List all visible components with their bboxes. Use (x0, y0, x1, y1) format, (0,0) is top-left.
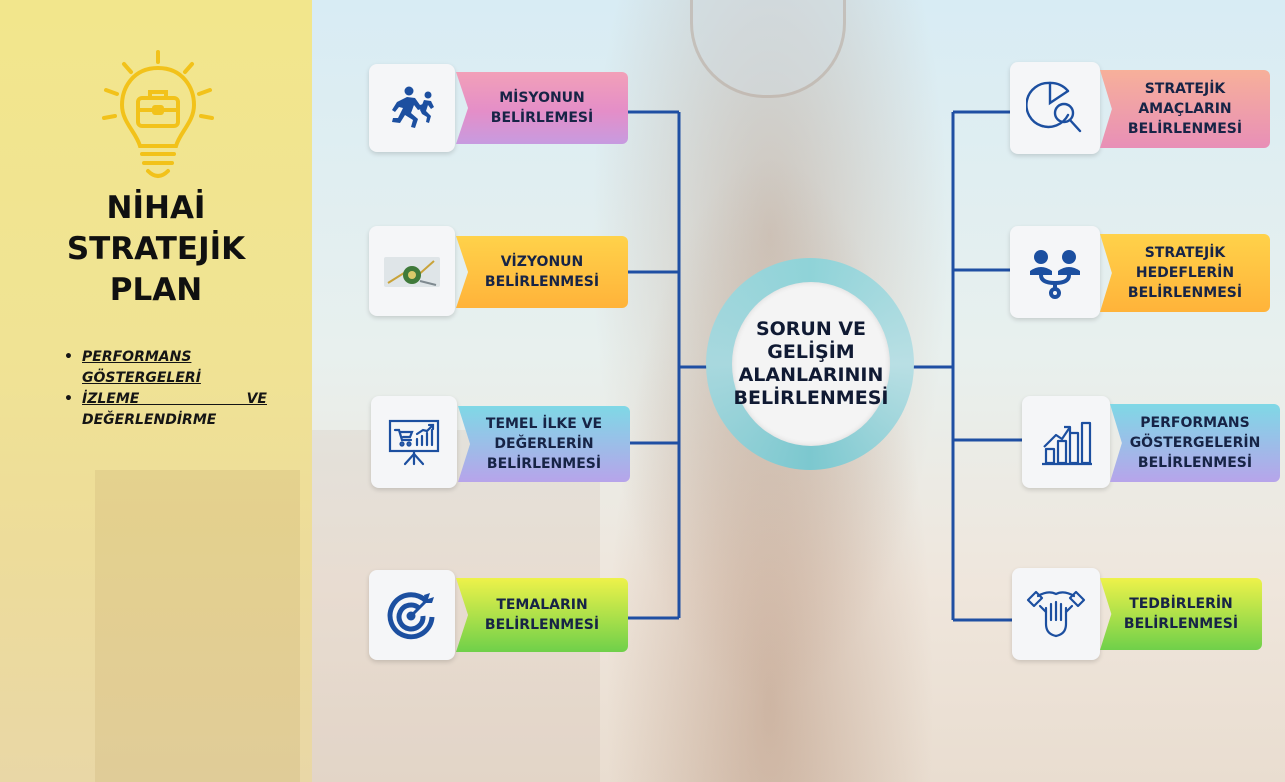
plan-items-list: • PERFORMANS GÖSTERGELERİ • İZLEME VE DE… (62, 347, 267, 431)
compass-vision-icon (384, 257, 440, 287)
list-item-text: PERFORMANS (82, 349, 192, 365)
handshake-icon (1026, 590, 1086, 638)
bullet-icon: • (64, 349, 73, 365)
indicators-icon-card (1022, 396, 1110, 488)
center-topic-line: ALANLARININ (738, 364, 884, 386)
principles-icon-card (371, 396, 457, 488)
bar-growth-icon (1042, 421, 1092, 466)
plan-title-line: NİHAİ (106, 190, 206, 226)
goals-label-line: BELİRLENMESİ (1127, 121, 1243, 137)
principles-label-line: DEĞERLERİN (494, 436, 594, 452)
center-circle (732, 282, 890, 446)
vision-label-line: VİZYONUN (500, 254, 584, 270)
targets-icon-card (1010, 226, 1100, 318)
mission-label-line: BELİRLEMESİ (490, 110, 594, 126)
presentation-chart-icon (388, 419, 440, 466)
goals-label-line: AMAÇLARIN (1138, 101, 1232, 117)
themes-label-line: TEMALARIN (496, 597, 588, 613)
center-topic-line: SORUN VE (755, 318, 867, 340)
themes-label: TEMALARIN BELİRLENMESİ (456, 578, 628, 652)
center-topic: SORUN VE GELİŞİM ALANLARININ BELİRLENMES… (712, 282, 910, 446)
plan-title: NİHAİ STRATEJİK PLAN (0, 188, 312, 311)
measures-label: TEDBİRLERİN BELİRLENMESİ (1100, 578, 1262, 650)
goals-icon-card (1010, 62, 1100, 154)
list-item-text: DEĞERLENDİRME (82, 412, 217, 428)
measures-label-line: TEDBİRLERİN (1129, 596, 1233, 612)
measures-label-line: BELİRLENMESİ (1123, 616, 1239, 632)
indicators-label-line: GÖSTERGELERİN (1129, 435, 1261, 451)
list-item-text: GÖSTERGELERİ (82, 370, 201, 386)
measures-icon-card (1012, 568, 1100, 660)
targets-label-line: STRATEJİK (1144, 245, 1226, 261)
bullet-icon: • (64, 391, 73, 407)
goals-label: STRATEJİK AMAÇLARIN BELİRLENMESİ (1100, 70, 1270, 148)
center-topic-line: GELİŞİM (767, 341, 855, 363)
target-icon (387, 592, 435, 640)
targets-label: STRATEJİK HEDEFLERİN BELİRLENMESİ (1100, 234, 1270, 312)
list-item: • İZLEME VE DEĞERLENDİRME (62, 389, 267, 431)
themes-icon-card (369, 570, 455, 660)
targets-label-line: BELİRLENMESİ (1127, 285, 1243, 301)
running-people-icon (392, 86, 434, 128)
plan-title-line: PLAN (109, 272, 203, 308)
principles-label-line: TEMEL İLKE VE (485, 416, 603, 432)
plan-title-line: STRATEJİK (66, 231, 246, 267)
mission-label-line: MİSYONUN (499, 90, 585, 106)
hierarchy-icon (1030, 250, 1080, 299)
principles-label-line: BELİRLENMESİ (486, 456, 602, 472)
center-topic-line: BELİRLENMESİ (733, 387, 889, 409)
list-item: • PERFORMANS GÖSTERGELERİ (62, 347, 267, 389)
indicators-label: PERFORMANS GÖSTERGELERİN BELİRLENMESİ (1110, 404, 1280, 482)
vision-label-line: BELİRLENMESİ (484, 274, 600, 290)
principles-label: TEMEL İLKE VE DEĞERLERİN BELİRLENMESİ (458, 406, 630, 482)
goals-label-line: STRATEJİK (1144, 81, 1226, 97)
chart-magnifier-icon (1026, 81, 1082, 133)
indicators-label-line: PERFORMANS (1140, 415, 1250, 431)
indicators-label-line: BELİRLENMESİ (1137, 455, 1253, 471)
lightbulb-briefcase-icon (102, 50, 214, 178)
sidebar-panel: NİHAİ STRATEJİK PLAN • PERFORMANS GÖSTER… (0, 0, 312, 782)
sidebar-background-building (95, 470, 300, 782)
mission-icon-card (369, 64, 455, 152)
list-item-text: İZLEME VE (82, 391, 267, 407)
vision-icon-card (369, 226, 455, 316)
vision-label: VİZYONUN BELİRLENMESİ (456, 236, 628, 308)
themes-label-line: BELİRLENMESİ (484, 617, 600, 633)
mission-label: MİSYONUN BELİRLEMESİ (456, 72, 628, 144)
targets-label-line: HEDEFLERİN (1135, 265, 1235, 281)
